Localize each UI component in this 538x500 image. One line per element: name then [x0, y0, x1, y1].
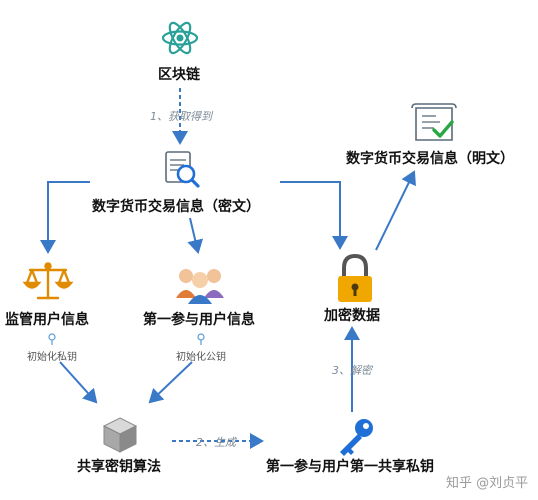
node-first-party-info: 第一参与用户信息 [143, 312, 255, 328]
node-shared-key-algo: 共享密钥算法 [77, 459, 161, 475]
arrow-cipher-to-supervisor [40, 181, 90, 254]
checklist-icon [411, 103, 457, 141]
arrow-cipher-to-encrypted [280, 181, 348, 250]
edge-label-step1: 1、获取得到 [150, 110, 212, 123]
edge-label-init-private: 初始化私钥 [27, 352, 77, 363]
node-blockchain: 区块链 [158, 67, 200, 83]
arrow-cipher-to-first-party [187, 217, 204, 254]
edge-label-step2: 2、生成 [196, 436, 236, 449]
users-icon [176, 269, 224, 304]
node-encrypted-data: 加密数据 [324, 308, 380, 324]
lock-icon [338, 253, 372, 302]
scale-icon [22, 262, 74, 300]
pin-icon [48, 333, 56, 345]
cube-icon [102, 417, 138, 453]
key-icon [340, 419, 373, 456]
pin-icon [197, 333, 205, 345]
arrow-first-party-to-algo [148, 361, 193, 404]
node-supervisor-info: 监管用户信息 [5, 312, 89, 328]
document-search-icon [165, 151, 200, 188]
node-shared-private-key: 第一参与用户第一共享私钥 [266, 459, 434, 475]
node-plain-tx: 数字货币交易信息（明文） [346, 151, 514, 167]
arrow-encrypted-to-plain [375, 170, 416, 251]
watermark: 知乎 @刘贞平 [446, 476, 529, 491]
atom-icon [161, 21, 199, 55]
node-cipher-tx: 数字货币交易信息（密文） [92, 199, 260, 215]
edge-label-step3: 3、解密 [332, 364, 372, 377]
edge-label-init-public: 初始化公钥 [176, 352, 226, 363]
arrow-supervisor-to-algo [59, 361, 98, 404]
